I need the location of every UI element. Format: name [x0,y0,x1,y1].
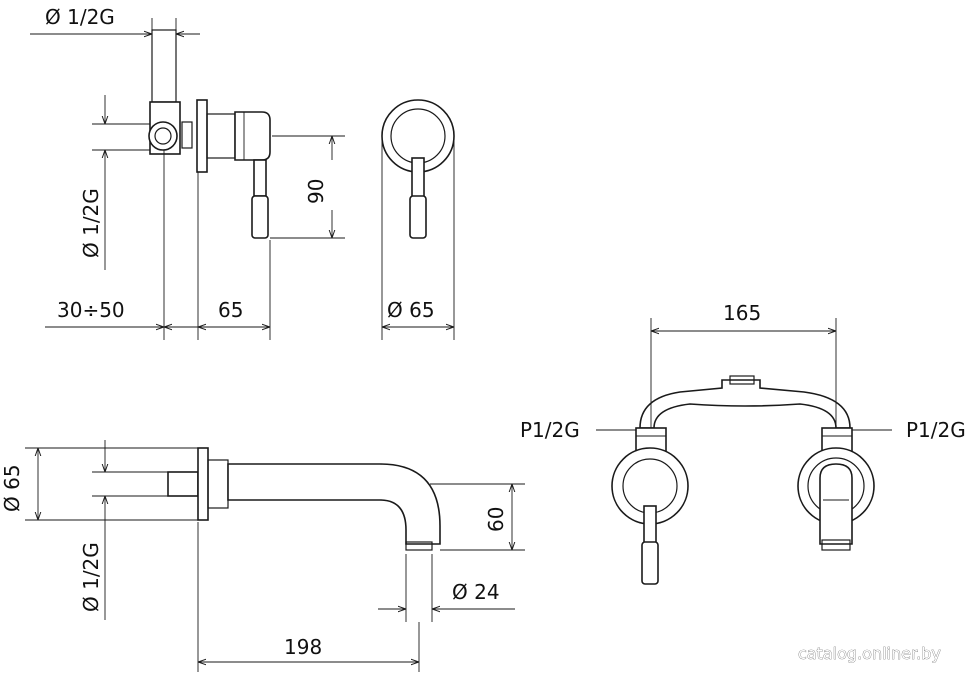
label-p-right: P1/2G [906,418,966,442]
watermark: catalog.onliner.by [798,644,941,663]
dim-label-165: 165 [723,301,761,325]
dim-label-top-diameter: Ø 1/2G [45,5,115,29]
mixer-side-view [148,29,271,239]
spout-side-view [167,447,441,551]
dim-left-inlet-diameter: Ø 1/2G [79,95,150,270]
dim-spout-inlet-diameter: Ø 1/2G [79,440,168,620]
dim-height-90: 90 [270,135,345,239]
dim-label-front-d65: Ø 65 [387,298,435,322]
dim-label-90: 90 [304,179,328,204]
dim-depth: 30÷50 65 [45,150,271,340]
dim-spout-length-198: 198 [197,522,420,672]
installation-front-view [611,375,875,585]
dim-label-60: 60 [484,507,508,532]
dim-label-spout-d65: Ø 65 [0,464,24,512]
dim-connection-labels: P1/2G P1/2G [520,418,966,442]
dim-front-diameter: Ø 65 [381,140,455,340]
dim-width-165: 165 [650,301,837,428]
dim-label-65-depth: 65 [218,298,243,322]
dim-spout-height-60: 60 [430,483,525,551]
dim-label-d24: Ø 24 [452,580,500,604]
label-p-left: P1/2G [520,418,580,442]
dim-spout-outlet-diameter: Ø 24 [378,554,515,622]
dim-top-pipe-diameter: Ø 1/2G [30,5,200,34]
dim-label-spout-inlet: Ø 1/2G [79,542,103,612]
dim-spout-flange-diameter: Ø 65 [0,447,198,521]
dim-label-30-50: 30÷50 [57,298,125,322]
mixer-front-view [381,99,455,239]
dim-label-left-diameter: Ø 1/2G [79,188,103,258]
dim-label-198: 198 [284,635,322,659]
